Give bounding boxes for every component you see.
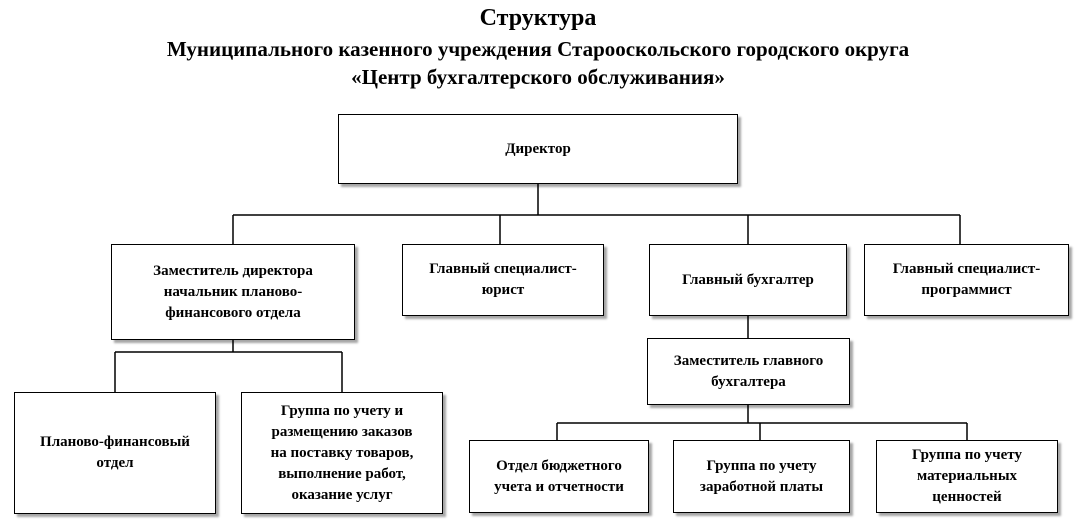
node-deputy-director: Заместитель директора начальник планово-…: [111, 244, 355, 340]
node-director: Директор: [338, 114, 738, 184]
node-deputy-director-label: Заместитель директора начальник планово-…: [153, 262, 313, 321]
node-deputy-chief-accountant: Заместитель главного бухгалтера: [647, 338, 850, 405]
node-material-values-label: Группа по учету материальных ценностей: [912, 447, 1022, 505]
node-procurement-label: Группа по учету и размещению заказов на …: [270, 402, 414, 503]
chart-subtitle-organization: Муниципального казенного учреждения Стар…: [166, 37, 910, 61]
node-payroll-label: Группа по учету заработной платы: [699, 457, 824, 495]
node-budget-accounting-label: Отдел бюджетного учета и отчетности: [494, 457, 624, 495]
node-programmer-label: Главный специалист- программист: [892, 261, 1041, 298]
node-director-label: Директор: [505, 140, 571, 157]
node-chief-accountant: Главный бухгалтер: [649, 244, 847, 316]
node-planning-finance-dept: Планово-финансовый отдел: [14, 392, 216, 514]
node-chief-specialist-programmer: Главный специалист- программист: [864, 244, 1069, 316]
node-chief-accountant-label: Главный бухгалтер: [682, 271, 814, 288]
node-deputy-chief-accountant-label: Заместитель главного бухгалтера: [673, 352, 824, 390]
node-planning-finance-label: Планово-финансовый отдел: [40, 434, 190, 471]
chart-subtitle-center: «Центр бухгалтерского обслуживания»: [351, 65, 725, 89]
chart-title: Структура: [479, 5, 597, 31]
node-procurement-group: Группа по учету и размещению заказов на …: [241, 392, 443, 514]
node-material-values-group: Группа по учету материальных ценностей: [876, 440, 1058, 513]
node-lawyer-label: Главный специалист- юрист: [429, 261, 577, 298]
node-payroll-group: Группа по учету заработной платы: [673, 440, 850, 513]
node-budget-accounting-dept: Отдел бюджетного учета и отчетности: [469, 440, 649, 513]
node-chief-specialist-lawyer: Главный специалист- юрист: [402, 244, 604, 316]
